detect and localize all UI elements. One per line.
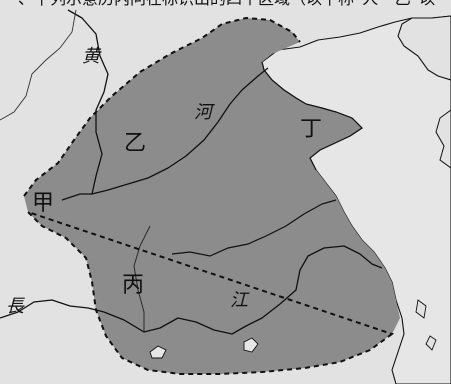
region-label-bing: 丙 bbox=[122, 273, 144, 298]
korea-coast bbox=[435, 109, 451, 169]
shandong-coast bbox=[261, 61, 363, 171]
region-label-ding: 丁 bbox=[300, 117, 322, 142]
river-label-jiang: 江 bbox=[230, 290, 250, 311]
liaodong-peninsula bbox=[397, 15, 451, 81]
lake bbox=[149, 345, 167, 359]
region-boundary-dashed bbox=[23, 16, 395, 375]
huai-river bbox=[171, 199, 337, 257]
region-label-jia: 甲 bbox=[32, 191, 54, 216]
lake bbox=[243, 337, 259, 353]
island bbox=[425, 335, 437, 351]
river-label-huang: 黄 bbox=[82, 46, 102, 67]
yangtze-river bbox=[0, 245, 383, 335]
wei-river bbox=[61, 193, 92, 201]
river-label-he: 河 bbox=[194, 102, 215, 123]
island bbox=[415, 299, 427, 319]
shaded-region bbox=[24, 18, 400, 374]
han-river bbox=[133, 225, 151, 332]
top-cropped-text: 一、下列示意历内问在标识出的四个区域（以下称“人”“乙”以 bbox=[2, 0, 435, 8]
river-label-chang: 長 bbox=[6, 296, 25, 317]
western-river bbox=[0, 9, 77, 121]
yellow-river bbox=[67, 9, 269, 195]
region-label-yi: 乙 bbox=[124, 131, 146, 156]
